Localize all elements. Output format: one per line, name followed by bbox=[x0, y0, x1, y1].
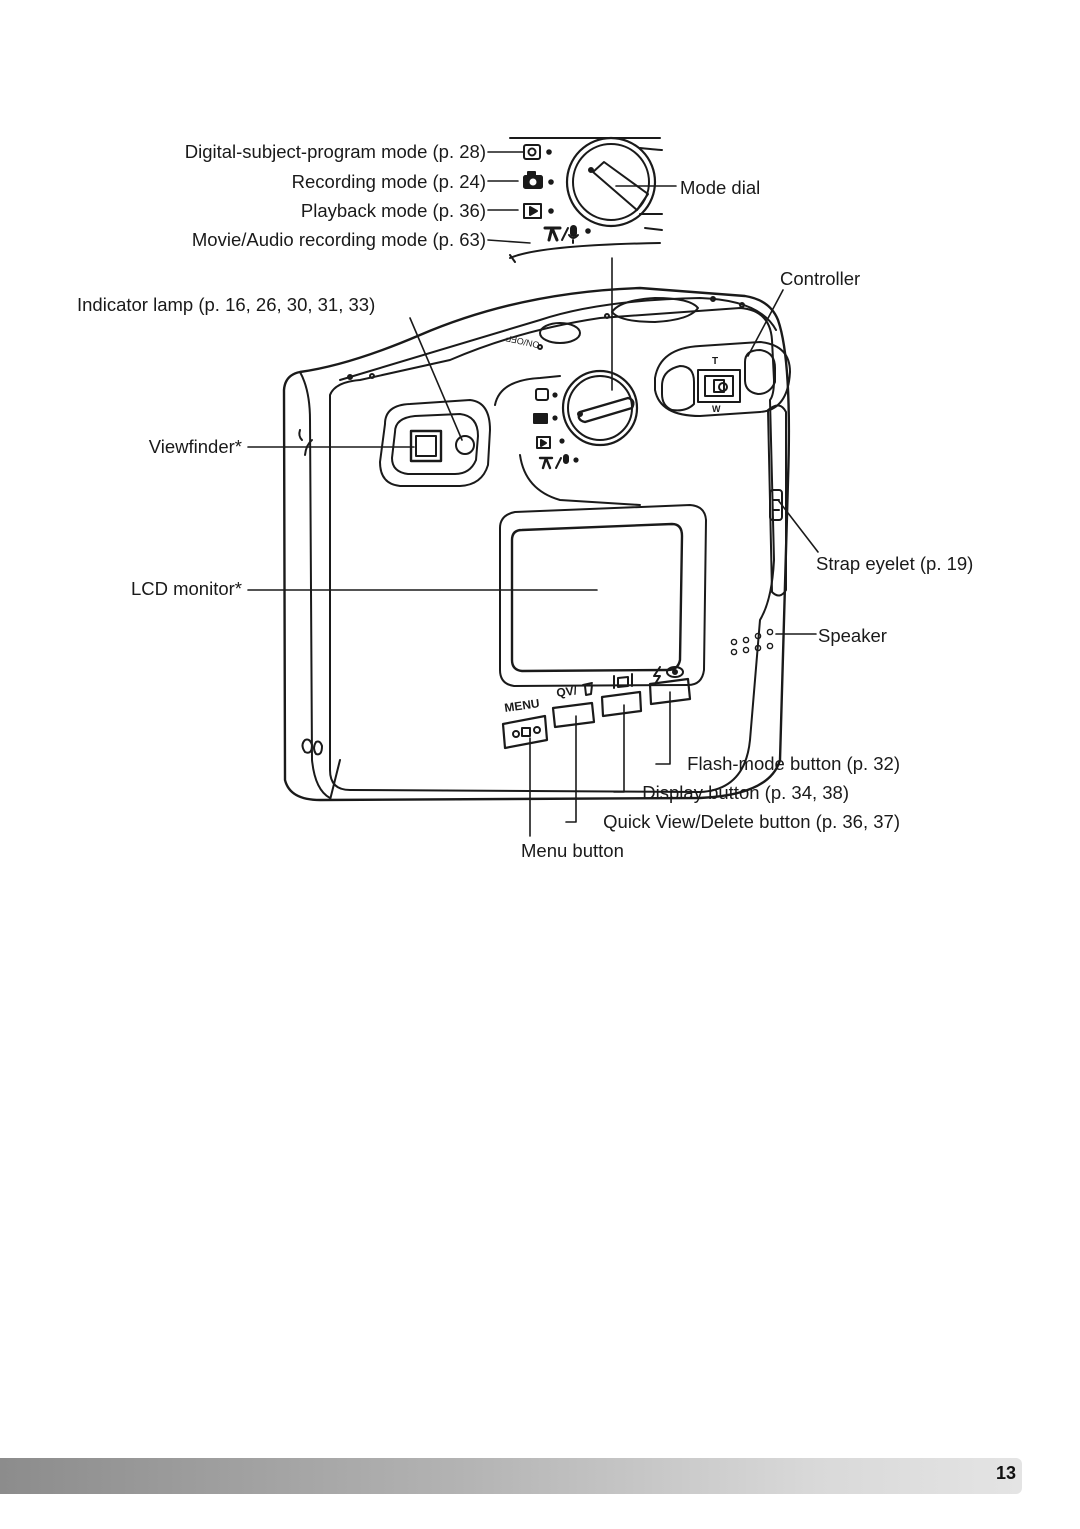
button-panel: MENU QV/ bbox=[501, 666, 692, 750]
footer-bar bbox=[0, 1458, 1022, 1494]
label-quick-view-delete-button: Quick View/Delete button (p. 36, 37) bbox=[603, 811, 900, 832]
label-lcd-monitor: LCD monitor* bbox=[130, 578, 242, 599]
label-mode-dial: Mode dial bbox=[680, 177, 761, 198]
label-viewfinder: Viewfinder* bbox=[148, 436, 242, 457]
digital-subject-program-icon bbox=[523, 144, 552, 160]
camera-icon bbox=[523, 171, 554, 189]
label-indicator-lamp: Indicator lamp (p. 16, 26, 30, 31, 33) bbox=[77, 294, 376, 315]
controller: T W bbox=[654, 341, 791, 417]
label-menu-button: Menu button bbox=[521, 840, 624, 861]
label-speaker: Speaker bbox=[818, 625, 887, 646]
svg-text:MENU: MENU bbox=[503, 696, 540, 715]
speaker-icon bbox=[730, 628, 774, 656]
svg-text:W: W bbox=[712, 404, 721, 414]
label-digital-subject-program: Digital-subject-program mode (p. 28) bbox=[184, 141, 486, 162]
label-recording-mode: Recording mode (p. 24) bbox=[291, 171, 486, 192]
svg-text:ON/OFF: ON/OFF bbox=[505, 333, 541, 350]
label-controller: Controller bbox=[780, 268, 861, 289]
lcd-monitor bbox=[499, 504, 707, 687]
svg-text:T: T bbox=[712, 356, 718, 367]
body-mode-dial bbox=[494, 369, 641, 506]
label-playback-mode: Playback mode (p. 36) bbox=[300, 200, 486, 221]
page-number: 13 bbox=[995, 1463, 1016, 1483]
mode-dial-inset bbox=[509, 136, 663, 263]
label-movie-audio-mode: Movie/Audio recording mode (p. 63) bbox=[191, 229, 486, 250]
label-flash-mode-button: Flash-mode button (p. 32) bbox=[687, 753, 900, 774]
movie-audio-icon bbox=[543, 225, 591, 244]
viewfinder bbox=[379, 399, 491, 487]
button-leader-lines bbox=[529, 691, 671, 837]
svg-text:QV/: QV/ bbox=[555, 683, 578, 700]
playback-icon bbox=[523, 203, 554, 219]
mode-leader-lines bbox=[487, 151, 677, 391]
label-strap-eyelet: Strap eyelet (p. 19) bbox=[816, 553, 974, 574]
